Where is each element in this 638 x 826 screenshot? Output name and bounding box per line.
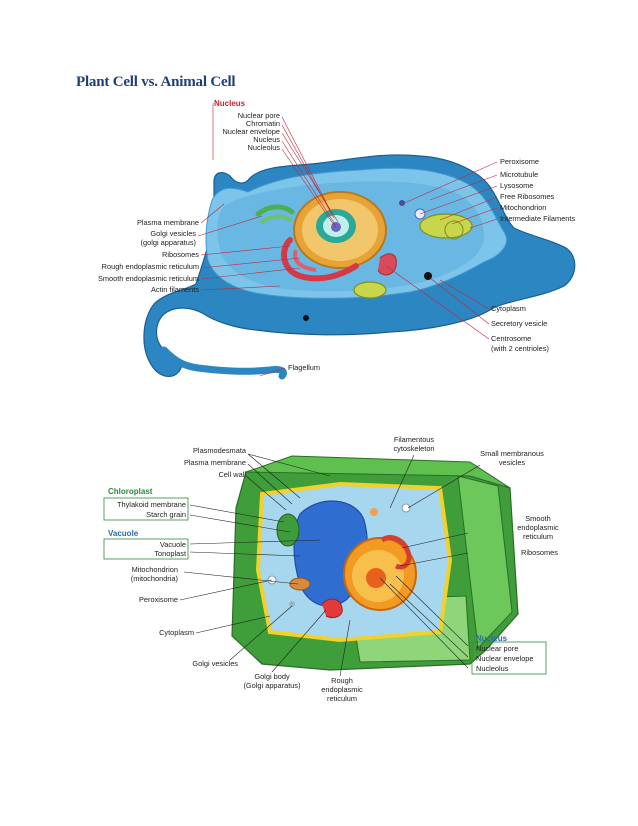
chloroplast-title: Chloroplast [108,487,153,496]
label-golgi-vesicles: Golgi vesicles [150,229,196,238]
plant-bottom-labels: Golgi body (Golgi apparatus) Rough endop… [243,672,363,703]
label-cytoplasm: Cytoplasm [491,304,526,313]
plant-top-labels: Filamentous cytoskeleton [393,435,434,453]
label-plant-nuclear-pore: Nuclear pore [476,644,518,653]
label-rough-1: Rough [331,676,353,685]
label-nuclear-pore: Nuclear pore [238,111,280,120]
label-plant-mitochondrion: Mitochondrion [132,565,178,574]
page-title: Plant Cell vs. Animal Cell [76,74,236,90]
plant-nucleus-title: Nucleus [476,634,508,643]
plant-vacuole-group: Vacuole Vacuole Tonoplast [103,529,189,560]
plant-nucleus-group: Nucleus Nuclear pore Nuclear envelope Nu… [471,634,547,675]
label-with-2-centrioles: (with 2 centrioles) [491,344,549,353]
plant-right-labels: Small membranous vesicles Smooth endopla… [480,449,559,557]
label-vesicles: vesicles [499,458,526,467]
label-starch-grain: Starch grain [146,510,186,519]
label-intermediate-filaments: Intermediate Filaments [500,214,575,223]
label-plant-ribosomes: Ribosomes [521,548,558,557]
plant-top-left-labels: Plasmodesmata Plasma membrane Cell wall [184,446,247,479]
plant-chloroplast-group: Chloroplast Thylakoid membrane Starch gr… [103,487,189,521]
label-plant-golgi-vesicles: Golgi vesicles [192,659,238,668]
animal-nucleus-title: Nucleus [214,99,246,108]
label-plant-peroxisome: Peroxisome [139,595,178,604]
label-plant-cytoplasm: Cytoplasm [159,628,194,637]
label-plant-nuclear-envelope: Nuclear envelope [476,654,534,663]
label-lysosome: Lysosome [500,181,533,190]
label-flagellum: Flagellum [288,363,320,372]
label-plant-plasma-membrane: Plasma membrane [184,458,246,467]
label-thylakoid-membrane: Thylakoid membrane [117,500,186,509]
label-actin-filaments: Actin filaments [151,285,199,294]
label-filamentous: Filamentous [394,435,435,444]
label-cell-wall: Cell wall [218,470,246,479]
animal-cell-figure [143,154,576,380]
label-microtubule: Microtubule [500,170,538,179]
label-smooth-3: reticulum [523,532,553,541]
label-small-membranous: Small membranous [480,449,544,458]
vacuole-title: Vacuole [108,529,139,538]
label-golgi-apparatus: (golgi apparatus) [141,238,196,247]
label-smooth-2: endoplasmic [517,523,559,532]
label-peroxisome: Peroxisome [500,157,539,166]
label-nucleolus: Nucleolus [248,143,281,152]
plant-leader-lines [179,453,481,677]
label-ribosomes: Ribosomes [162,250,199,259]
label-rough-2: endoplasmic [321,685,363,694]
label-rough-er: Rough endoplasmic reticulum [102,262,199,271]
label-cytoskeleton: cytoskeleton [393,444,434,453]
label-mitochondria: (mitochondria) [131,574,178,583]
label-chromatin: Chromatin [246,119,280,128]
label-plasma-membrane: Plasma membrane [137,218,199,227]
label-smooth-er: Smooth endoplasmic reticulum [98,274,199,283]
plant-left-labels: Mitochondrion (mitochondria) Peroxisome … [131,565,239,668]
label-nucleus: Nucleus [253,135,280,144]
label-free-ribosomes: Free Ribosomes [500,192,555,201]
animal-leader-lines [197,103,498,377]
label-smooth-1: Smooth [525,514,550,523]
animal-left-labels: Plasma membrane Golgi vesicles (golgi ap… [98,218,199,294]
animal-right-labels: Peroxisome Microtubule Lysosome Free Rib… [288,157,575,372]
label-vacuole: Vacuole [160,540,186,549]
plant-cell-figure [231,455,519,671]
label-plasmodesmata: Plasmodesmata [193,446,247,455]
label-secretory-vesicle: Secretory vesicle [491,319,547,328]
label-rough-3: reticulum [327,694,357,703]
label-mitochondrion: Mitochondrion [500,203,546,212]
label-nuclear-envelope: Nuclear envelope [222,127,280,136]
label-centrosome: Centrosome [491,334,531,343]
animal-nucleus-group: Nucleus Nuclear pore Chromatin Nuclear e… [214,99,280,152]
label-golgi-apparatus-plant: (Golgi apparatus) [243,681,300,690]
label-golgi-body: Golgi body [254,672,290,681]
label-tonoplast: Tonoplast [154,549,186,558]
label-plant-nucleolus: Nucleolus [476,664,509,673]
